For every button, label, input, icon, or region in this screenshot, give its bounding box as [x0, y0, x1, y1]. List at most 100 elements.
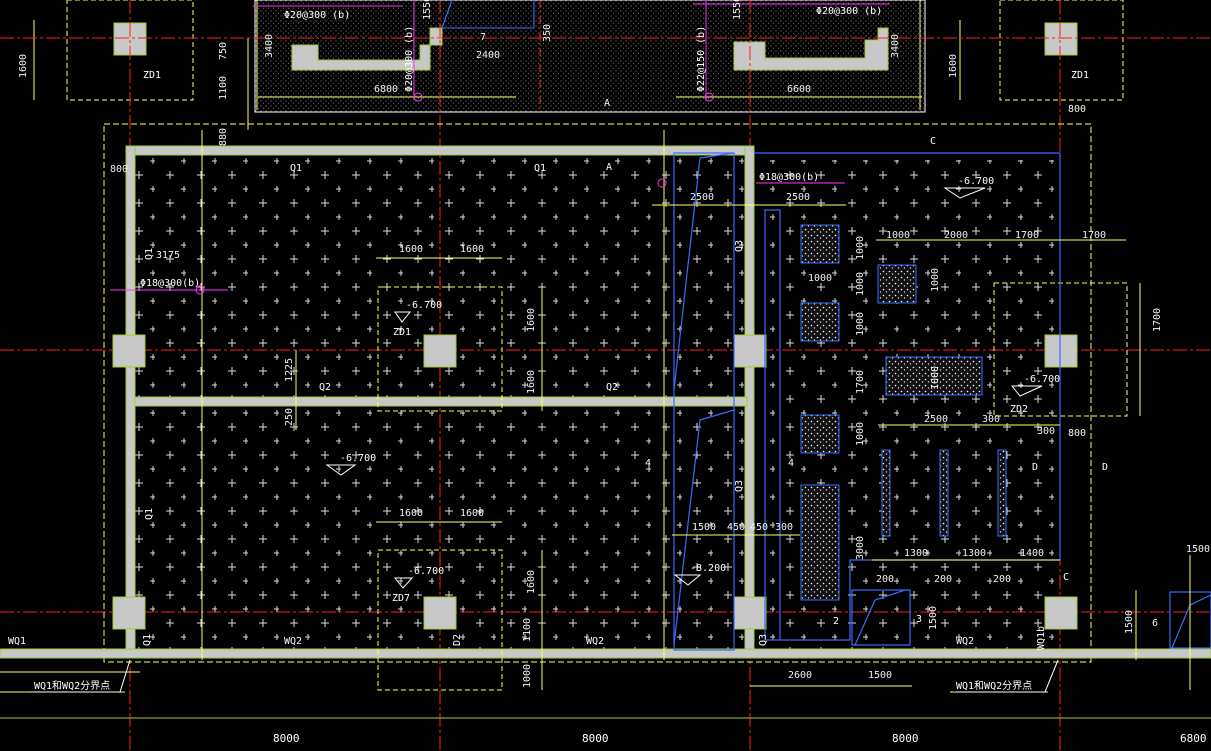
dim-1300-a: 1300	[904, 548, 928, 559]
dim-200-c: 200	[993, 574, 1011, 585]
dim-1600-b: 1600	[460, 244, 484, 255]
q3-lower: Q3	[734, 480, 745, 492]
dim-7: 7	[480, 32, 486, 43]
top-left-col-label: ZD1	[143, 70, 161, 81]
pile-caps	[800, 224, 1007, 601]
dim-300-b: 300	[982, 414, 1000, 425]
dim-1700-c: 1700	[1152, 308, 1163, 332]
elev-main: -6.700	[340, 453, 376, 464]
dimension-lines	[0, 130, 1211, 719]
rebar-top-left: Φ20@300 (b)	[284, 10, 350, 21]
dim-2000: 2000	[944, 230, 968, 241]
dim-2400: 2400	[476, 50, 500, 61]
q1-left-bottom: Q1	[142, 634, 153, 646]
bottom-axis-spans: 8000 8000 8000 6800	[273, 732, 1207, 745]
dim-800-right: 800	[1068, 104, 1086, 115]
dim-2500-c: 2500	[924, 414, 948, 425]
elev-pit: -8.200	[690, 563, 726, 574]
dim-1500-c: 1500	[1124, 610, 1135, 634]
num-2: 2	[833, 616, 839, 627]
q3-bottom: Q3	[758, 634, 769, 646]
elev-zd1: -6.700	[406, 300, 442, 311]
top-right-col-label: ZD1	[1071, 70, 1089, 81]
dim-1600-c: 1600	[399, 508, 423, 519]
rebar-center: Φ18@300(b)	[759, 172, 819, 183]
label-c-a: C	[930, 136, 936, 147]
elevation-markers	[325, 187, 1043, 589]
dim-1600-v3: 1600	[526, 570, 537, 594]
dim-1000-b: 1000	[808, 273, 832, 284]
wall-wq1b: WQ1b	[1036, 626, 1047, 650]
rebar-left: Φ18@300(b)	[140, 278, 200, 289]
dim-200-b: 200	[934, 574, 952, 585]
num-4-b: 4	[788, 458, 794, 469]
dim-1600-v1: 1600	[526, 308, 537, 332]
upper-slab-area	[247, 0, 926, 130]
dim-1600-d: 1600	[460, 508, 484, 519]
dim-1600-a: 1600	[399, 244, 423, 255]
section-a-top: A	[604, 98, 610, 109]
dim-1700-b: 1700	[1082, 230, 1106, 241]
wall-wq2-a: WQ2	[284, 636, 302, 647]
dim-6600: 6600	[787, 84, 811, 95]
dim-800-d: 800	[1068, 428, 1086, 439]
dim-200-a: 200	[876, 574, 894, 585]
section-a-mid: A	[606, 162, 612, 173]
dim-1500-e: 1500	[928, 606, 939, 630]
boundary-left-label: WQ1和WQ2分界点	[34, 680, 110, 692]
elev-right-top: -6.700	[958, 176, 994, 187]
wall-columns	[112, 334, 1078, 630]
dim-1000-e: 1000	[855, 312, 866, 336]
axis-span-label: 8000	[273, 732, 300, 745]
axis-span-label: 6800	[1180, 732, 1207, 745]
top-left-column-zd1	[33, 0, 194, 101]
rebar-vertical-right: Φ22@150 (b)	[696, 26, 707, 92]
top-right-col-dim: 1600	[948, 54, 959, 78]
dim-1600-v2: 1600	[526, 370, 537, 394]
d2-label: D2	[452, 634, 463, 646]
dim-1700-d: 1700	[855, 370, 866, 394]
q2-left: Q2	[319, 382, 331, 393]
dim-1000-c: 1000	[855, 236, 866, 260]
wall-wq1: WQ1	[8, 636, 26, 647]
q1-top-left: Q1	[290, 163, 302, 174]
dim-6: 6	[1152, 618, 1158, 629]
axis-span-label: 8000	[892, 732, 919, 745]
q3-upper: Q3	[734, 240, 745, 252]
dim-3400-left: 3400	[264, 34, 275, 58]
dim-3000: 3000	[855, 536, 866, 560]
q2-right: Q2	[606, 382, 618, 393]
dim-1000-f: 1000	[855, 422, 866, 446]
walls	[0, 145, 1211, 659]
q1-dim-3175: 3175	[156, 250, 180, 261]
dim-2500-a: 2500	[690, 192, 714, 203]
dim-880: 880	[218, 128, 229, 146]
dim-300-a: 300	[775, 522, 793, 533]
dim-1500-b: 1500	[868, 670, 892, 681]
boundary-right-label: WQ1和WQ2分界点	[956, 680, 1032, 692]
wall-wq2-c: WQ2	[956, 636, 974, 647]
rebar-top-right: Φ20@300 (b)	[816, 6, 882, 17]
rebar-vertical-left: Φ20@300 (b)	[404, 26, 415, 92]
label-d-b: D	[1102, 462, 1108, 473]
dim-3400-right: 3400	[890, 34, 901, 58]
dim-2500-b: 2500	[786, 192, 810, 203]
zd7-label: ZD7	[392, 593, 410, 604]
num-4-a: 4	[645, 458, 651, 469]
elev-zd2: -6.700	[1024, 374, 1060, 385]
zd1-label: ZD1	[393, 327, 411, 338]
dim-1700-a: 1700	[1015, 230, 1039, 241]
label-d-a: D	[1032, 462, 1038, 473]
dim-1000-bottom: 1000	[522, 664, 533, 688]
dim-800-left: 800	[110, 164, 128, 175]
dim-6800: 6800	[374, 84, 398, 95]
q1-top-right: Q1	[534, 163, 546, 174]
dim-350: 350	[542, 24, 553, 42]
dim-1550-left: 1550	[422, 0, 433, 20]
dim-1300-b: 1300	[962, 548, 986, 559]
dim-1225: 1225	[284, 358, 295, 382]
axis-span-label: 8000	[582, 732, 609, 745]
q1-left-1: Q1	[144, 248, 155, 260]
dim-450-a: 450	[727, 522, 745, 533]
